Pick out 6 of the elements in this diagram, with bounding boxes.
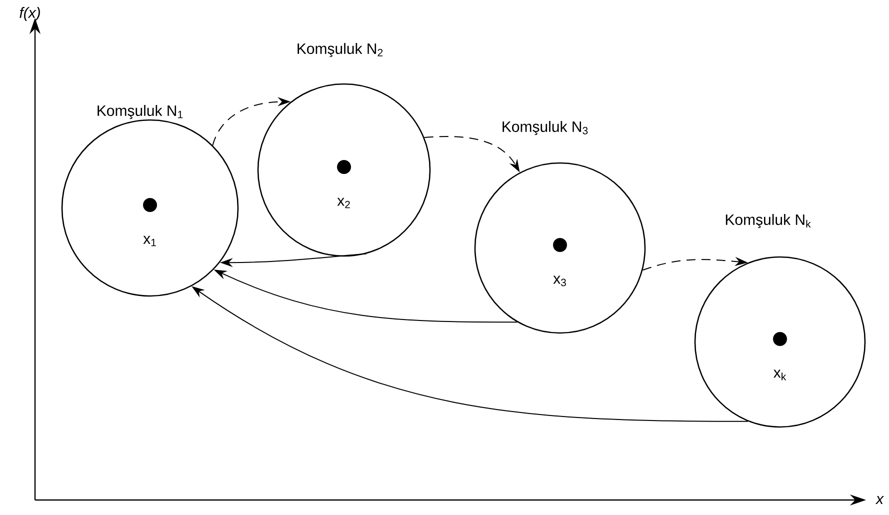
- neighborhood-label: Komşuluk N$_{1}$: [98, 104, 183, 119]
- neighborhood-label: Komşuluk N$_{2}$: [298, 42, 383, 57]
- axis-label: x: [875, 496, 884, 504]
- axis-label: f(x): [20, 7, 40, 21]
- neighborhood-label: Komşuluk N$_{k}$: [726, 214, 811, 228]
- neighborhood-label: Komşuluk N$_{3}$: [502, 120, 588, 135]
